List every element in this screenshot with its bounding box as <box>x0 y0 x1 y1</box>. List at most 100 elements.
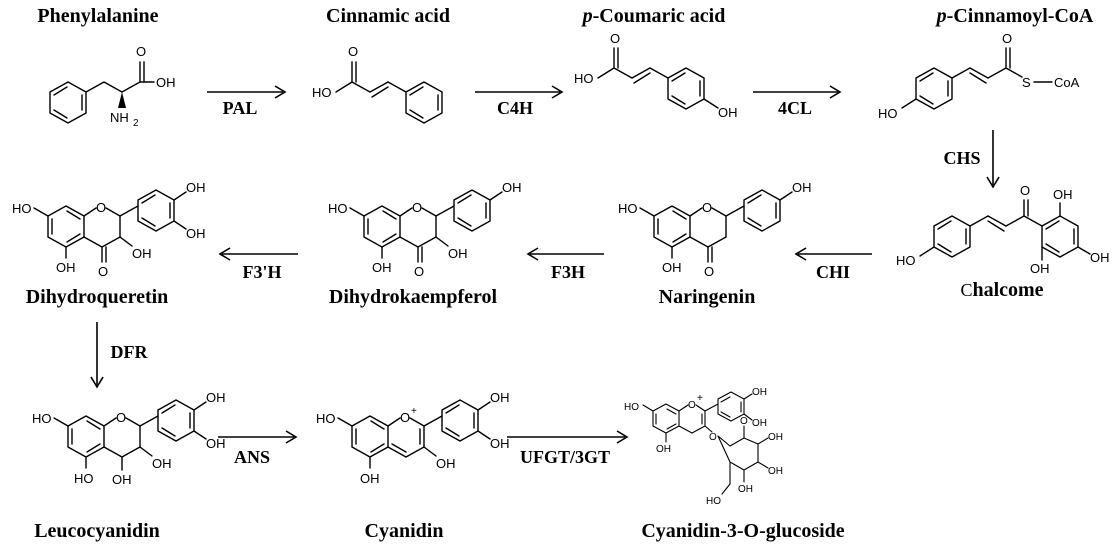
chalcome-atom-ho: HO <box>896 253 916 268</box>
f3h-enzyme-label: F3H <box>551 262 585 282</box>
p-coumaric-acid-atom-oh: OH <box>718 105 738 120</box>
leucocyanidin-atom-oh-b2: OH <box>206 436 226 451</box>
phenylalanine-atom-oh: OH <box>156 75 176 90</box>
cyanidin-atom-o-ring: O <box>400 410 410 425</box>
c3g-atom-oh-b1: OH <box>752 387 767 398</box>
p-coumaric-acid-name-rest: -Coumaric acid <box>593 5 726 27</box>
pal-enzyme-label: PAL <box>223 98 258 118</box>
dihydroqueretin-atom-o-keto: O <box>98 264 108 279</box>
chalcome-name-first: C <box>960 280 972 300</box>
p-coumaric-acid-atom-o: O <box>610 31 620 46</box>
chalcome-compound: O OH OH OH HO Chalcome <box>896 183 1110 301</box>
ufgt-enzyme-label: UFGT/3GT <box>520 447 610 467</box>
ans-enzyme-label: ANS <box>234 447 270 467</box>
c3g-atom-oh-s2: OH <box>768 466 783 477</box>
chalcome-atom-o: O <box>1020 183 1030 198</box>
phenylalanine-structure <box>49 61 155 124</box>
p-cinnamoyl-coa-name-italic: p <box>935 5 947 27</box>
c4h-enzyme-label: C4H <box>497 98 533 118</box>
cyanidin-atom-plus: + <box>411 406 417 417</box>
naringenin-structure <box>639 189 793 263</box>
c4h-reaction-arrow: C4H <box>475 85 564 118</box>
naringenin-atom-ho: HO <box>618 201 638 216</box>
4cl-reaction-arrow: 4CL <box>753 85 842 118</box>
naringenin-atom-oh-a: OH <box>662 260 682 275</box>
chs-reaction-arrow: CHS <box>943 130 1000 189</box>
dihydroqueretin-structure <box>33 189 187 263</box>
p-coumaric-acid-compound: p-Coumaric acid O HO OH <box>574 5 738 120</box>
dihydroqueretin-atom-oh-b2: OH <box>186 226 206 241</box>
cinnamic-acid-structure <box>335 61 443 124</box>
c3g-atom-oh-s3: OH <box>738 484 753 495</box>
c3g-atom-plus: + <box>697 393 703 404</box>
c3g-atom-ho-s: HO <box>706 496 721 507</box>
leucocyanidin-atom-oh-b1: OH <box>206 390 226 405</box>
dihydroqueretin-atom-oh-a: OH <box>56 260 76 275</box>
p-coumaric-acid-name-italic: p <box>581 5 593 27</box>
leucocyanidin-atom-oh-4: OH <box>112 472 132 487</box>
chalcome-structure <box>919 199 1091 261</box>
leucocyanidin-atom-o-ring: O <box>116 410 126 425</box>
ans-reaction-arrow: ANS <box>218 430 298 467</box>
naringenin-name: Naringenin <box>659 286 756 308</box>
c3g-atom-o-ring: O <box>688 400 696 411</box>
f3ph-reaction-arrow: F3'H <box>218 247 298 282</box>
c3g-atom-ho: HO <box>624 402 639 413</box>
chalcome-atom-oh-2: OH <box>1030 261 1050 276</box>
leucocyanidin-compound: HO O OH OH HO OH OH Leucocyanidin <box>32 390 226 542</box>
phenylalanine-name: Phenylalanine <box>37 5 158 27</box>
chalcome-atom-oh-3: OH <box>1090 250 1110 265</box>
cyanidin-3-o-glucoside-compound: HO O + OH OH OH O O OH OH HO OH Cyanidin… <box>624 387 845 542</box>
cyanidin-atom-oh-a: OH <box>360 471 380 486</box>
dihydroqueretin-compound: HO O OH OH O OH OH Dihydroqueretin <box>12 180 206 308</box>
dihydroqueretin-atom-oh-b1: OH <box>186 180 206 195</box>
dihydroqueretin-atom-oh-3: OH <box>132 246 152 261</box>
leucocyanidin-atom-ho: HO <box>32 411 52 426</box>
4cl-enzyme-label: 4CL <box>778 98 812 118</box>
dihydrokaempferol-atom-oh-3: OH <box>448 246 468 261</box>
chi-enzyme-label: CHI <box>816 262 850 282</box>
p-cinnamoyl-coa-name: p-Cinnamoyl-CoA <box>935 5 1094 27</box>
dihydroqueretin-atom-o-ring: O <box>96 200 106 215</box>
c3g-atom-o-sugar: O <box>740 416 748 427</box>
naringenin-atom-o-ring: O <box>702 200 712 215</box>
p-coumaric-acid-name: p-Coumaric acid <box>581 5 726 27</box>
dfr-enzyme-label: DFR <box>111 342 149 362</box>
naringenin-atom-oh-b: OH <box>792 180 812 195</box>
pal-reaction-arrow: PAL <box>207 85 287 118</box>
dihydroqueretin-name: Dihydroqueretin <box>26 286 169 308</box>
cyanidin-compound: HO O + OH OH OH OH Cyanidin <box>316 390 510 542</box>
leucocyanidin-name: Leucocyanidin <box>34 520 160 542</box>
cinnamic-acid-compound: Cinnamic acid O HO <box>312 5 450 124</box>
cyanidin-3-o-glucoside-structure <box>642 391 769 495</box>
cinnamic-acid-atom-o: O <box>348 44 358 59</box>
phenylalanine-atom-nh: NH <box>110 110 129 125</box>
leucocyanidin-atom-ho-a: HO <box>74 471 94 486</box>
c3g-atom-oh-b2: OH <box>752 418 767 429</box>
naringenin-compound: HO O OH O OH Naringenin <box>618 180 812 308</box>
dihydrokaempferol-structure <box>349 189 503 263</box>
chalcome-name: Chalcome <box>960 279 1043 301</box>
dihydrokaempferol-name: Dihydrokaempferol <box>329 286 498 308</box>
phenylalanine-atom-o: O <box>136 44 146 59</box>
cyanidin-atom-ho: HO <box>316 411 336 426</box>
cyanidin-atom-oh-b1: OH <box>490 390 510 405</box>
dihydrokaempferol-atom-o-ring: O <box>412 200 422 215</box>
p-coumaric-acid-atom-ho: HO <box>574 71 594 86</box>
naringenin-atom-o-keto: O <box>704 264 714 279</box>
dihydrokaempferol-atom-oh-b: OH <box>502 180 522 195</box>
p-cinnamoyl-coa-name-rest: -Cinnamoyl-CoA <box>947 5 1094 27</box>
phenylalanine-atom-sub2: 2 <box>133 118 139 129</box>
leucocyanidin-structure <box>53 399 207 471</box>
p-cinnamoyl-coa-atom-ho: HO <box>878 106 898 121</box>
p-cinnamoyl-coa-atom-coa: CoA <box>1054 75 1080 90</box>
cyanidin-name: Cyanidin <box>365 520 444 542</box>
dihydroqueretin-atom-ho: HO <box>12 201 32 216</box>
c3g-atom-o-link: O <box>709 432 717 443</box>
cyanidin-3-o-glucoside-name: Cyanidin-3-O-glucoside <box>641 520 844 542</box>
dihydrokaempferol-atom-oh-a: OH <box>372 260 392 275</box>
f3ph-enzyme-label: F3'H <box>243 262 282 282</box>
c3g-atom-oh-a: OH <box>656 444 671 455</box>
cinnamic-acid-name: Cinnamic acid <box>326 5 450 27</box>
dihydrokaempferol-atom-ho: HO <box>328 201 348 216</box>
